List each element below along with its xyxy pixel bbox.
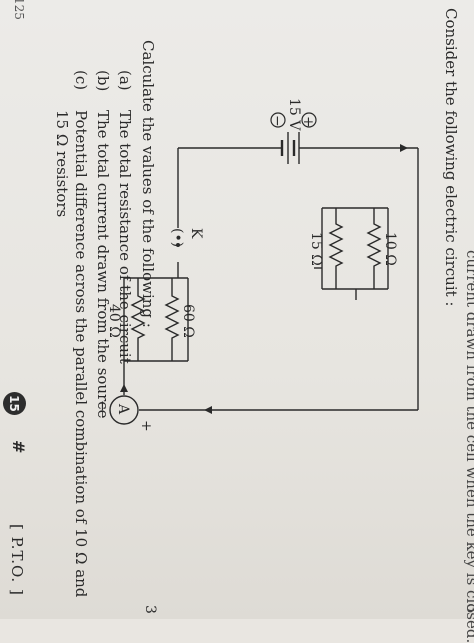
page-number-badge: 15 bbox=[3, 392, 26, 415]
ammeter-plus-label: + bbox=[138, 420, 154, 432]
resistor-15-ohm bbox=[328, 208, 344, 289]
current-arrow-right bbox=[204, 406, 212, 414]
part-text: The total resistance of the circuit bbox=[116, 110, 134, 364]
corner-code: 125 bbox=[12, 0, 26, 20]
calc-prompt: Calculate the values of the following : bbox=[139, 40, 157, 328]
resistor-10-label: 10 Ω bbox=[382, 232, 398, 266]
part-text: Potential difference across the parallel… bbox=[72, 110, 90, 598]
key-label: K bbox=[188, 228, 204, 239]
part-label: (a) bbox=[116, 70, 134, 91]
part-text-continued: 15 Ω resistors bbox=[53, 110, 71, 218]
ammeter-label: A bbox=[115, 403, 131, 415]
ammeter-circle bbox=[109, 395, 139, 425]
battery-voltage-label: 15 V bbox=[286, 98, 302, 131]
current-arrow-top bbox=[400, 144, 408, 152]
battery-plus-label: + bbox=[300, 116, 316, 128]
battery-minus-label: − bbox=[269, 115, 285, 127]
resistor-60-label: 60 Ω bbox=[180, 304, 196, 338]
part-label: (c) bbox=[72, 70, 90, 91]
resistor-40-ohm bbox=[130, 278, 146, 361]
pto-label: [ P.T.O. ] bbox=[8, 524, 26, 596]
current-arrow-ammeter bbox=[120, 384, 128, 392]
part-text: The total current drawn from the source bbox=[94, 110, 112, 419]
battery-plus-circle bbox=[301, 112, 317, 128]
resistor-40-label: 40 Ω bbox=[106, 304, 122, 338]
ammeter-minus-label: − bbox=[94, 400, 110, 412]
hash-mark: # bbox=[9, 440, 28, 454]
battery-minus-circle bbox=[270, 112, 286, 128]
resistor-10-ohm bbox=[366, 208, 382, 289]
resistor-15-label: 15 Ω bbox=[308, 232, 324, 266]
part-label: (b) bbox=[94, 70, 112, 92]
key-dot bbox=[176, 243, 180, 247]
circuit-diagram: + − 15 V 10 Ω 15 Ω 60 Ω 40 Ω K (•) A + − bbox=[94, 98, 419, 432]
resistor-60-ohm bbox=[164, 278, 180, 361]
key-symbol: (•) bbox=[169, 228, 185, 247]
